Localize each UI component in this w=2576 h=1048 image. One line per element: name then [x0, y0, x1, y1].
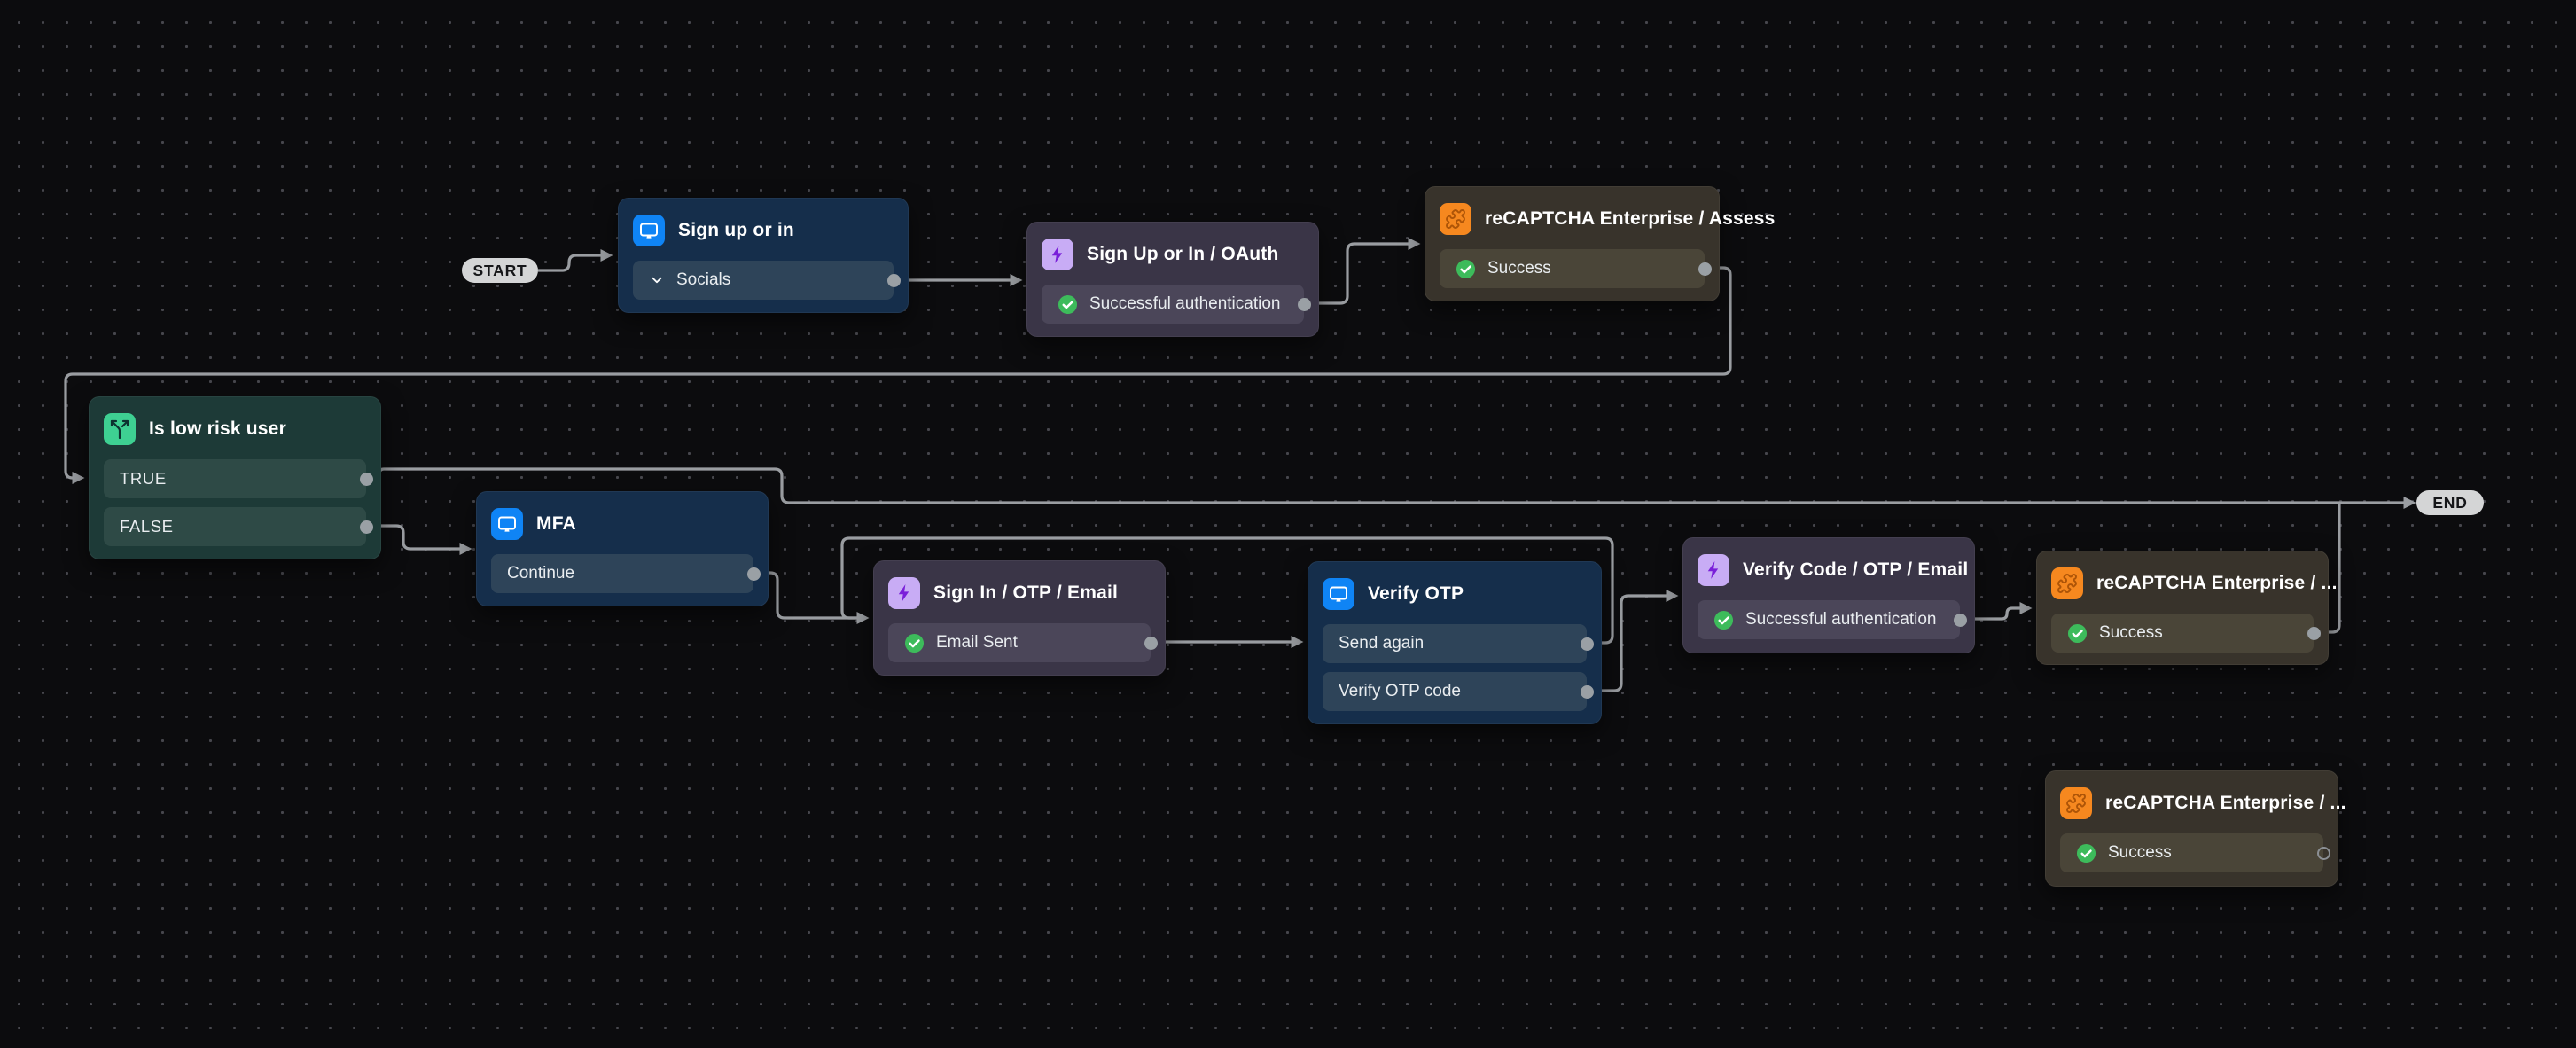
- output-port[interactable]: [747, 567, 761, 581]
- branch-icon: [104, 413, 136, 445]
- edge-assess-to-lowrisk[interactable]: [64, 266, 1732, 484]
- node-title: reCAPTCHA Enterprise / Assess: [1485, 208, 1776, 229]
- output-row-successful-authentication[interactable]: Successful authentication: [1698, 600, 1967, 639]
- node-header: Sign up or in: [633, 215, 894, 246]
- output-label: Success: [2108, 843, 2172, 862]
- flow-node-verify-otp[interactable]: Verify OTP Send again Verify OTP code: [1308, 561, 1602, 724]
- flow-node-sign-in-otp-email[interactable]: Sign In / OTP / Email Email Sent: [873, 560, 1166, 676]
- node-title: reCAPTCHA Enterprise / ...: [2096, 573, 2338, 593]
- end-terminal[interactable]: END: [2416, 490, 2484, 515]
- captcha-puzzle-icon: [1440, 203, 1471, 235]
- output-port[interactable]: [2317, 846, 2330, 860]
- node-header: reCAPTCHA Enterprise / ...: [2051, 567, 2337, 599]
- output-row-send-again[interactable]: Send again: [1323, 624, 1594, 663]
- output-port[interactable]: [1298, 297, 1311, 311]
- flash-icon: [1042, 239, 1073, 270]
- node-header: Verify OTP: [1323, 578, 1587, 610]
- output-port[interactable]: [887, 273, 901, 287]
- output-port[interactable]: [360, 472, 373, 486]
- output-port[interactable]: [1581, 637, 1594, 651]
- screen-icon: [633, 215, 665, 246]
- node-title: Sign up or in: [678, 220, 794, 240]
- node-title: Verify OTP: [1368, 583, 1464, 604]
- edge-start-to-signup[interactable]: [538, 249, 613, 272]
- output-row-success[interactable]: Success: [2060, 833, 2330, 872]
- flow-node-recaptcha-mid[interactable]: reCAPTCHA Enterprise / ... Success: [2036, 551, 2337, 665]
- screen-icon: [1323, 578, 1354, 610]
- output-label: Successful authentication: [1745, 610, 1937, 629]
- output-label: FALSE: [120, 517, 174, 536]
- output-port[interactable]: [1954, 613, 1967, 627]
- captcha-puzzle-icon: [2051, 567, 2083, 599]
- output-row-successful-authentication[interactable]: Successful authentication: [1042, 285, 1311, 324]
- output-label: TRUE: [120, 469, 167, 488]
- output-label: Send again: [1339, 634, 1425, 653]
- flow-node-sign-up-or-in[interactable]: Sign up or in Socials: [618, 198, 909, 313]
- output-port[interactable]: [360, 520, 373, 534]
- edge-sendagain-loop-to-signin[interactable]: [840, 536, 1614, 645]
- check-circle-icon: [2067, 623, 2088, 644]
- node-title: MFA: [536, 513, 576, 534]
- check-circle-icon: [1456, 259, 1476, 279]
- output-label: Socials: [676, 270, 731, 289]
- node-header: Verify Code / OTP / Email: [1698, 554, 1968, 586]
- start-label: START: [472, 261, 527, 279]
- node-header: MFA: [491, 508, 753, 540]
- edge-recaptcha-mid-to-end[interactable]: [2314, 504, 2341, 634]
- node-title: Sign In / OTP / Email: [933, 583, 1119, 603]
- output-label: Verify OTP code: [1339, 682, 1461, 700]
- check-circle-icon: [1713, 610, 1734, 630]
- screen-icon: [491, 508, 523, 540]
- end-label: END: [2432, 493, 2468, 512]
- output-row-continue[interactable]: Continue: [491, 554, 761, 593]
- output-label: Continue: [507, 564, 575, 583]
- edge-oauth-to-assess[interactable]: [1305, 238, 1421, 305]
- output-row-success[interactable]: Success: [2051, 614, 2321, 653]
- output-row-verify-otp-code[interactable]: Verify OTP code: [1323, 672, 1594, 711]
- captcha-puzzle-icon: [2060, 787, 2092, 819]
- flow-node-recaptcha-assess[interactable]: reCAPTCHA Enterprise / Assess Success: [1425, 186, 1775, 301]
- node-header: Sign Up or In / OAuth: [1042, 239, 1304, 270]
- node-title: reCAPTCHA Enterprise / ...: [2105, 793, 2346, 813]
- output-port[interactable]: [2307, 626, 2321, 640]
- check-circle-icon: [2076, 843, 2096, 864]
- output-port[interactable]: [1144, 636, 1158, 650]
- output-row-false[interactable]: FALSE: [104, 507, 373, 546]
- node-header: Is low risk user: [104, 413, 366, 445]
- flash-icon: [1698, 554, 1729, 586]
- flow-node-is-low-risk-user[interactable]: Is low risk user TRUE FALSE: [89, 396, 381, 559]
- flow-node-verify-code-otp-email[interactable]: Verify Code / OTP / Email Successful aut…: [1682, 537, 1975, 653]
- flash-icon: [888, 577, 920, 609]
- output-row-true[interactable]: TRUE: [104, 459, 373, 498]
- node-header: reCAPTCHA Enterprise / ...: [2060, 787, 2346, 819]
- check-circle-icon: [904, 633, 925, 653]
- flow-node-sign-up-or-in-oauth[interactable]: Sign Up or In / OAuth Successful authent…: [1026, 222, 1319, 337]
- output-label: Success: [2099, 623, 2163, 642]
- output-row-socials[interactable]: Socials: [633, 261, 901, 300]
- output-label: Success: [1487, 259, 1551, 278]
- output-row-success[interactable]: Success: [1440, 249, 1712, 288]
- output-label: Email Sent: [936, 633, 1018, 652]
- start-terminal[interactable]: START: [462, 258, 538, 283]
- output-row-email-sent[interactable]: Email Sent: [888, 623, 1158, 662]
- edge-verifycode-to-recaptcha-mid[interactable]: [1961, 602, 2033, 621]
- flow-node-mfa[interactable]: MFA Continue: [476, 491, 769, 606]
- node-header: reCAPTCHA Enterprise / Assess: [1440, 203, 1775, 235]
- edge-continue-to-signin[interactable]: [754, 571, 870, 624]
- node-header: Sign In / OTP / Email: [888, 577, 1151, 609]
- output-label: Successful authentication: [1089, 294, 1281, 313]
- check-circle-icon: [1058, 294, 1078, 315]
- chevron-down-icon[interactable]: [649, 272, 665, 288]
- edge-otpcode-to-verifycode[interactable]: [1588, 590, 1679, 692]
- node-title: Is low risk user: [149, 418, 286, 439]
- edge-false-to-mfa[interactable]: [367, 524, 472, 555]
- flow-node-recaptcha-bottom[interactable]: reCAPTCHA Enterprise / ... Success: [2045, 770, 2346, 887]
- output-port[interactable]: [1698, 262, 1712, 276]
- node-title: Verify Code / OTP / Email: [1743, 559, 1969, 580]
- output-port[interactable]: [1581, 684, 1594, 699]
- node-title: Sign Up or In / OAuth: [1087, 244, 1279, 264]
